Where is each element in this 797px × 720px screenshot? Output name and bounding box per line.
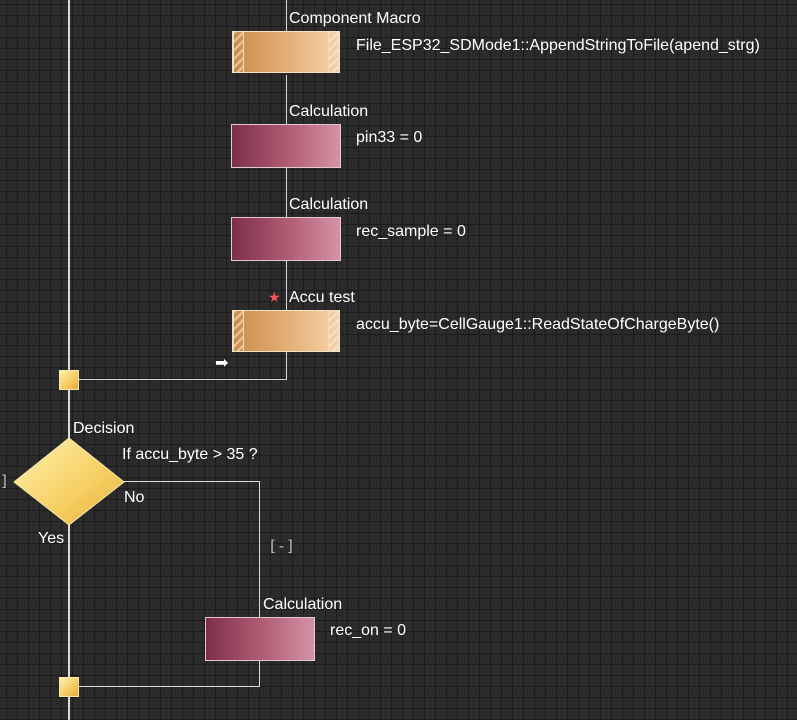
loop-connector-node[interactable]: [59, 370, 79, 390]
no-branch-vertical-2: [259, 661, 260, 687]
step2-text: pin33 = 0: [356, 129, 423, 146]
component-macro-block[interactable]: [232, 310, 340, 352]
return-line: [78, 379, 287, 380]
arrow-right-icon: ➡: [215, 355, 229, 372]
main-flow-line-5: [286, 352, 287, 380]
merge-line: [78, 686, 260, 687]
decision-diamond[interactable]: [13, 437, 125, 526]
decision-no-label: No: [124, 489, 145, 506]
step3-type-label: Calculation: [289, 196, 369, 213]
main-flow-line-3: [286, 168, 287, 217]
step4-type-label: Accu test: [289, 289, 355, 306]
branch-calc-type-label: Calculation: [263, 596, 343, 613]
step1-type-label: Component Macro: [289, 10, 421, 27]
main-flow-line-1: [286, 0, 287, 31]
macro-stripe-left: [233, 311, 244, 351]
collapse-toggle-left[interactable]: ]: [0, 472, 10, 490]
outer-loop-line: [68, 0, 70, 720]
step3-text: rec_sample = 0: [356, 223, 466, 240]
calculation-block[interactable]: [231, 124, 341, 168]
step4-text: accu_byte=CellGauge1::ReadStateOfChargeB…: [356, 316, 720, 333]
main-flow-line-4: [286, 261, 287, 310]
step1-text: File_ESP32_SDMode1::AppendStringToFile(a…: [356, 37, 760, 54]
step2-type-label: Calculation: [289, 103, 369, 120]
decision-yes-label: Yes: [38, 530, 65, 547]
macro-stripe-right: [328, 311, 339, 351]
decision-condition: If accu_byte > 35 ?: [122, 446, 258, 463]
calculation-block[interactable]: [205, 617, 315, 661]
star-icon: ★: [268, 289, 281, 305]
decision-type-label: Decision: [73, 420, 135, 437]
merge-connector-node[interactable]: [59, 677, 79, 697]
main-flow-line-2: [286, 75, 287, 124]
no-branch-vertical-1: [259, 481, 260, 617]
no-branch-horizontal: [120, 481, 260, 482]
macro-stripe-left: [233, 32, 244, 72]
component-macro-block[interactable]: [232, 31, 340, 73]
collapse-toggle-no-branch[interactable]: [-]: [268, 537, 296, 555]
macro-stripe-right: [328, 32, 339, 72]
branch-calc-text: rec_on = 0: [330, 622, 407, 639]
calculation-block[interactable]: [231, 217, 341, 261]
